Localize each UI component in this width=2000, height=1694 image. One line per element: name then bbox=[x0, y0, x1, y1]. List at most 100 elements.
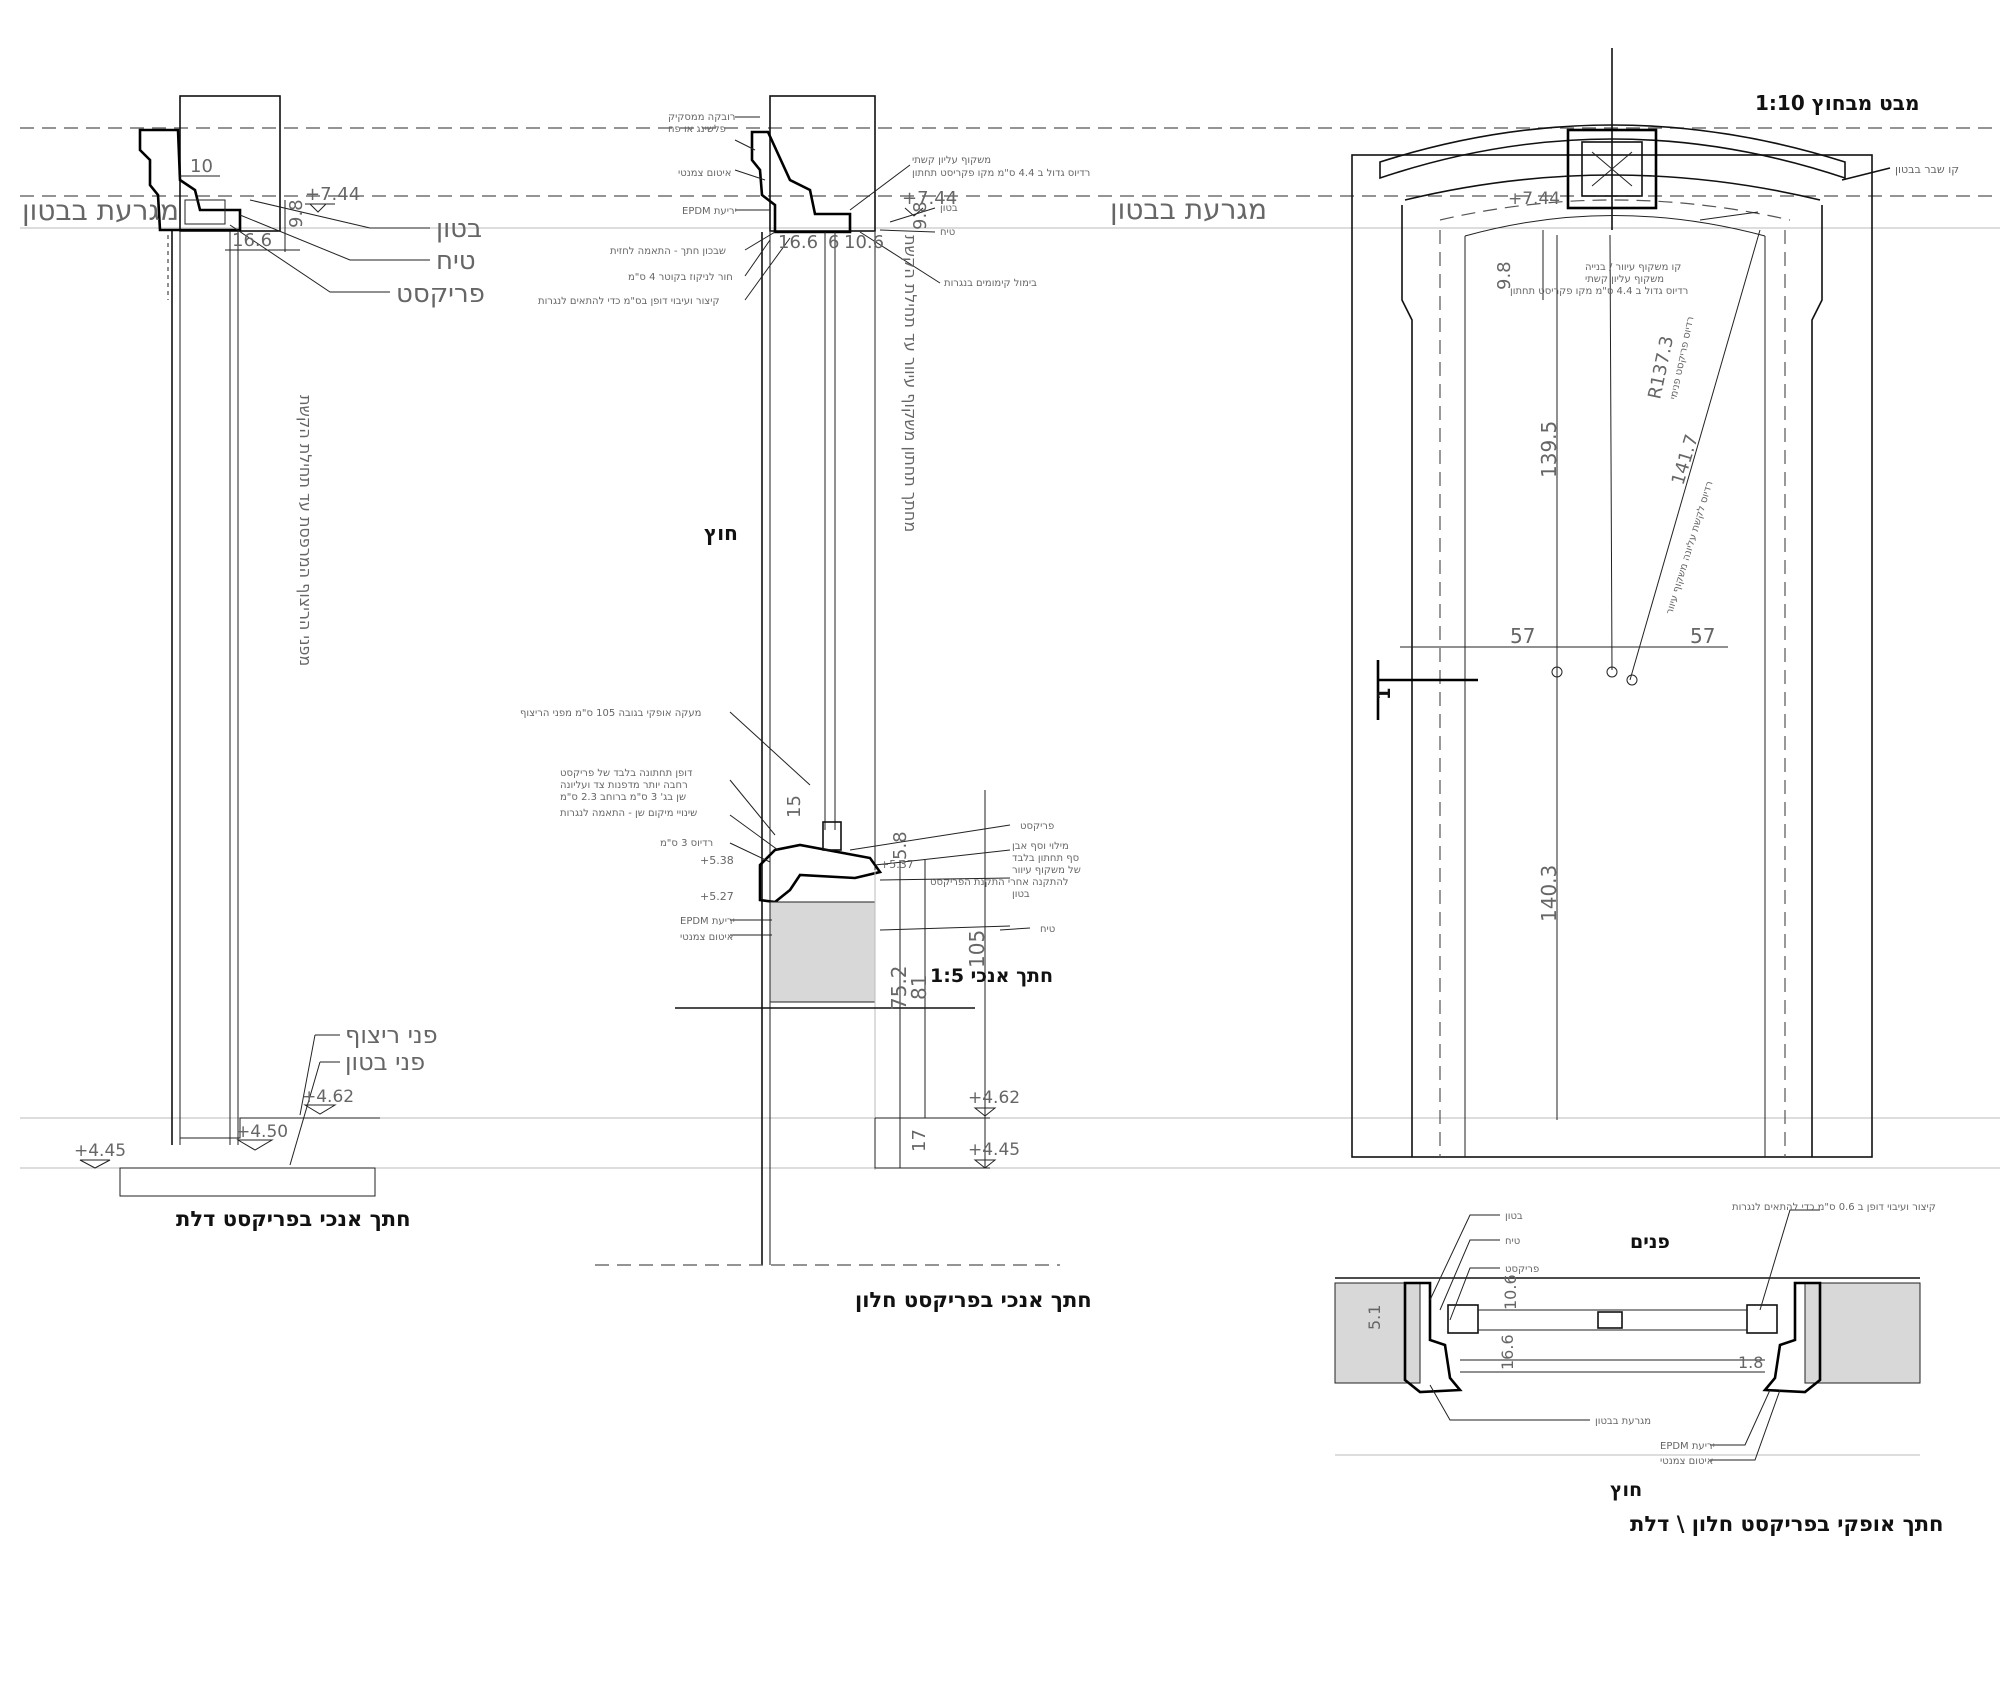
elev-arch-inner bbox=[1464, 215, 1766, 237]
plan-seal-label: איטום צמנטי bbox=[1660, 1456, 1713, 1467]
elev-frame-leader bbox=[1699, 211, 1759, 221]
elevation-title: מבט מבחוץ 1:10 bbox=[1755, 91, 1919, 115]
plan-section-title: חתך אופקי בפריקסט חלון \ דלת bbox=[1630, 1512, 1943, 1536]
window-lvl527: +5.27 bbox=[700, 890, 734, 903]
window-note-26: איטום צמנטי bbox=[680, 932, 733, 943]
door-leader-plaster bbox=[239, 214, 430, 261]
elev-dim-57a: 57 bbox=[1510, 624, 1535, 648]
plan-handle bbox=[1597, 1311, 1623, 1329]
window-lvl537: +5.37 bbox=[880, 858, 914, 871]
door-concrete-face-label: פני בטון bbox=[345, 1048, 425, 1076]
window-section-title: חתך אנכי בפריקסט חלון bbox=[855, 1288, 1092, 1312]
elev-center-point2 bbox=[1551, 666, 1563, 678]
window-sill-leader2 bbox=[729, 779, 776, 836]
plan-adjust-label: קיצור ועיבוי דופן ב 0.6 ס"מ כדי להתאים ל… bbox=[1732, 1202, 1936, 1213]
window-head-leader5 bbox=[744, 231, 776, 251]
plan-epdm-label: EPDM יריעת bbox=[1660, 1441, 1715, 1452]
door-lvl744-tri bbox=[309, 203, 327, 213]
window-note-7: בטון bbox=[940, 203, 958, 214]
elev-break-leader bbox=[1841, 167, 1891, 181]
window-note-14: דופן תחתונה בלבד של פריקסט bbox=[560, 768, 693, 779]
window-sill-profile bbox=[758, 843, 883, 904]
window-lvl744-tri bbox=[904, 207, 924, 217]
window-dim-105: 105 bbox=[965, 930, 989, 968]
window-slab-base bbox=[874, 1118, 990, 1169]
window-dim-98: 9.8 bbox=[910, 201, 931, 230]
plan-dim-166: 16.6 bbox=[1498, 1334, 1517, 1370]
window-section bbox=[595, 95, 1060, 1266]
window-lvl744: +7.44 bbox=[902, 188, 957, 209]
window-lvl462-tri bbox=[973, 1107, 997, 1117]
elev-r1417-note: רדיוס לקשת עליונה משקוף עיוור bbox=[1664, 480, 1715, 616]
window-note-13: מעקה אופקי בגובה 105 ס"מ מפני הריצוף bbox=[520, 708, 701, 719]
window-note-8: טיח bbox=[940, 227, 955, 238]
door-lvl462-tri bbox=[303, 1104, 337, 1115]
door-floor-steps bbox=[180, 1117, 380, 1139]
window-note-11: קיצור ועיבוי דופן בס"מ כדי להתאים לנגרות bbox=[538, 296, 720, 307]
elev-section-marker-num: 1 bbox=[1374, 687, 1395, 700]
plan-precast-left bbox=[1403, 1281, 1463, 1394]
door-precast-profile bbox=[138, 128, 242, 232]
door-section-title: חתך אנכי בפריקסט דלת bbox=[176, 1207, 411, 1231]
elev-keystone-cross bbox=[1591, 151, 1633, 187]
window-head-leader2 bbox=[734, 139, 756, 151]
door-leader-floor bbox=[299, 1034, 316, 1116]
elev-lvl744: +7.44 bbox=[1508, 189, 1560, 209]
window-note-12: בימול קימומים בנגרות bbox=[944, 278, 1037, 289]
plan-concrete-label: בטון bbox=[1505, 1211, 1523, 1222]
door-leader-precast bbox=[229, 224, 390, 293]
elev-dim-98: 9.8 bbox=[1494, 261, 1515, 290]
window-lvl445-tri bbox=[973, 1159, 997, 1169]
door-slab bbox=[119, 1167, 376, 1197]
window-lvl462: +4.62 bbox=[968, 1088, 1020, 1108]
window-head-leader8 bbox=[849, 164, 911, 211]
door-dim-98-text: 9.8 bbox=[286, 199, 307, 228]
elev-center-point3 bbox=[1626, 674, 1638, 686]
plan-dim-106: 10.6 bbox=[1501, 1274, 1520, 1310]
window-note-22: של משקוף עיוור bbox=[1012, 865, 1081, 876]
plan-leader-epdm bbox=[1710, 1389, 1771, 1446]
window-dim-166: 16.6 bbox=[778, 232, 818, 253]
plan-precast-label: פריקסט bbox=[1505, 1264, 1539, 1275]
window-sill-leader8 bbox=[874, 849, 1011, 866]
window-sill-leader9 bbox=[879, 877, 1011, 881]
elev-dim-57b: 57 bbox=[1690, 624, 1715, 648]
door-dim-166-text: 16.6 bbox=[232, 230, 272, 251]
door-plaster-label: טיח bbox=[436, 246, 476, 276]
door-concrete-label: בטון bbox=[436, 214, 482, 244]
window-note-23: להתקנה אחרי התקנת הפריקסט bbox=[930, 877, 1069, 888]
window-sill-leader10 bbox=[879, 925, 1011, 931]
window-sill-leader3 bbox=[729, 814, 779, 851]
door-dim-10-text: 10 bbox=[190, 156, 213, 177]
window-sill-leader11 bbox=[999, 927, 1031, 931]
window-note-6: EPDM יריעת bbox=[682, 206, 737, 217]
window-dim-6: 6 bbox=[828, 232, 839, 253]
window-note-24: בטון bbox=[1012, 889, 1030, 900]
window-note-9: שבכון חתך - התאמה לחזית bbox=[610, 246, 726, 257]
plan-leader-adjust bbox=[1759, 1209, 1820, 1311]
window-note-17: שינויי מיקום שן - התאמה לנגרות bbox=[560, 808, 697, 819]
elev-frame-note3: רדיוס גדול ב 4.4 ס"מ מקו פקריסט תחתון bbox=[1510, 286, 1688, 297]
elevation-view bbox=[1351, 48, 1891, 1158]
plan-dim-18: 1.8 bbox=[1738, 1353, 1763, 1372]
window-head-leader6 bbox=[744, 239, 771, 277]
door-precast-label: פריקסט bbox=[396, 279, 485, 309]
plan-inside-label: פנים bbox=[1630, 1231, 1670, 1253]
elev-radius-line bbox=[1629, 229, 1761, 681]
window-dim-81: 81 bbox=[907, 975, 931, 1000]
elev-dim-1403: 140.3 bbox=[1537, 865, 1561, 922]
door-groove-label: מגרעת בבטון bbox=[22, 194, 179, 227]
window-sill-leader4 bbox=[729, 842, 771, 863]
window-scale-label: חתך אנכי 1:5 bbox=[930, 965, 1053, 987]
elev-dim-1395: 139.5 bbox=[1537, 421, 1561, 478]
door-leader-conc bbox=[289, 1061, 321, 1166]
elev-outer-frame bbox=[1351, 154, 1873, 1158]
elev-groove-label: מגרעת בבטון bbox=[1110, 193, 1267, 226]
window-note-18: רדיוס 3 ס"מ bbox=[660, 838, 713, 849]
plan-precast-right bbox=[1762, 1281, 1822, 1394]
window-head-leader10 bbox=[879, 229, 936, 233]
elev-r1417: 141.7 bbox=[1668, 432, 1703, 487]
plan-dim-51: 5.1 bbox=[1365, 1305, 1384, 1330]
door-lvl744: +7.44 bbox=[305, 184, 360, 205]
